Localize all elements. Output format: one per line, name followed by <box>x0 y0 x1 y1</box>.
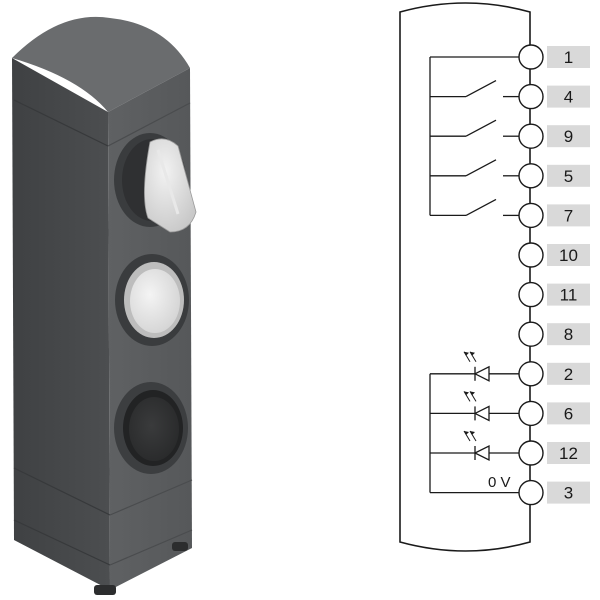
terminal-6: 6 <box>518 400 590 427</box>
led-6 <box>463 391 490 422</box>
light-pushbutton[interactable] <box>115 254 189 346</box>
light-arrowhead <box>470 351 475 356</box>
terminal-number: 7 <box>564 206 573 225</box>
enclosure-outline <box>399 2 531 552</box>
terminal-circle <box>518 242 544 268</box>
terminal-label-bg <box>547 164 590 187</box>
terminal-label-bg <box>547 362 590 385</box>
terminal-10: 10 <box>518 242 590 268</box>
terminal-number: 5 <box>564 167 573 186</box>
terminal-label-bg <box>547 323 590 346</box>
terminal-3: 3 <box>518 479 590 506</box>
terminal-11: 11 <box>518 281 590 308</box>
housing-side <box>12 58 110 590</box>
terminal-label-bg <box>547 125 590 148</box>
terminal-number: 3 <box>564 484 573 503</box>
terminal-8: 8 <box>518 321 590 347</box>
wiring-diagram: 1 4 9 5 7 10 11 8 2 6 12 3 0 V <box>399 2 590 552</box>
terminal-number: 8 <box>564 325 573 344</box>
light-arrowhead <box>464 351 469 356</box>
terminal-number: 6 <box>564 404 573 423</box>
terminal-label-bg <box>547 442 590 464</box>
terminal-circle <box>518 321 544 347</box>
led-12 <box>463 430 490 462</box>
dark-pushbutton[interactable] <box>114 382 188 474</box>
terminal-number: 4 <box>564 88 573 107</box>
light-arrowhead <box>464 431 469 435</box>
terminal-12: 12 <box>518 440 590 466</box>
terminal-circle <box>518 83 544 110</box>
terminal-circle <box>518 163 544 189</box>
terminal-circle <box>518 440 544 466</box>
terminal-circle <box>518 281 544 308</box>
terminal-5: 5 <box>518 163 590 189</box>
terminal-number: 11 <box>560 286 578 305</box>
wires <box>429 56 519 494</box>
housing-seam <box>13 99 109 147</box>
housing-seam <box>109 479 193 516</box>
terminal-number: 2 <box>564 365 573 384</box>
switch-contact-9 <box>465 119 497 137</box>
terminal-circle <box>518 123 544 149</box>
terminal-4: 4 <box>518 83 590 110</box>
key-selector-switch[interactable] <box>114 133 197 233</box>
light-arrowhead <box>464 391 469 396</box>
terminal-circle <box>518 202 544 229</box>
terminal-1: 1 <box>518 44 590 70</box>
terminals: 1 4 9 5 7 10 11 8 2 6 12 3 <box>518 44 590 506</box>
terminal-label-bg <box>547 85 590 108</box>
terminal-2: 2 <box>518 361 590 387</box>
device-housing <box>12 16 197 595</box>
light-arrowhead <box>470 431 475 435</box>
terminal-number: 10 <box>559 246 578 265</box>
switch-contact-5 <box>465 159 497 177</box>
switch-contact-7 <box>465 198 497 216</box>
terminal-label-bg <box>547 204 590 227</box>
terminal-number: 12 <box>559 444 578 463</box>
housing-seam <box>13 467 111 516</box>
light-arrowhead <box>470 391 475 396</box>
switch-contact-4 <box>465 80 497 98</box>
terminal-label-bg <box>547 244 590 266</box>
housing-top <box>12 16 190 112</box>
ground-voltage-label: 0 V <box>488 474 511 491</box>
housing-foot <box>94 585 116 595</box>
terminal-label-bg <box>547 402 590 425</box>
housing-seam <box>107 102 191 147</box>
terminal-label-bg <box>547 46 590 68</box>
housing-seam <box>109 529 193 566</box>
terminal-circle <box>518 400 544 427</box>
terminal-label-bg <box>547 283 590 306</box>
terminal-circle <box>518 44 544 70</box>
terminal-number: 1 <box>564 48 573 67</box>
terminal-number: 9 <box>564 127 573 146</box>
terminal-label-bg <box>547 481 590 504</box>
terminal-circle <box>518 479 544 506</box>
housing-seam <box>13 519 111 566</box>
terminal-circle <box>518 361 544 387</box>
terminal-9: 9 <box>518 123 590 149</box>
housing-foot <box>172 542 188 551</box>
terminal-7: 7 <box>518 202 590 229</box>
